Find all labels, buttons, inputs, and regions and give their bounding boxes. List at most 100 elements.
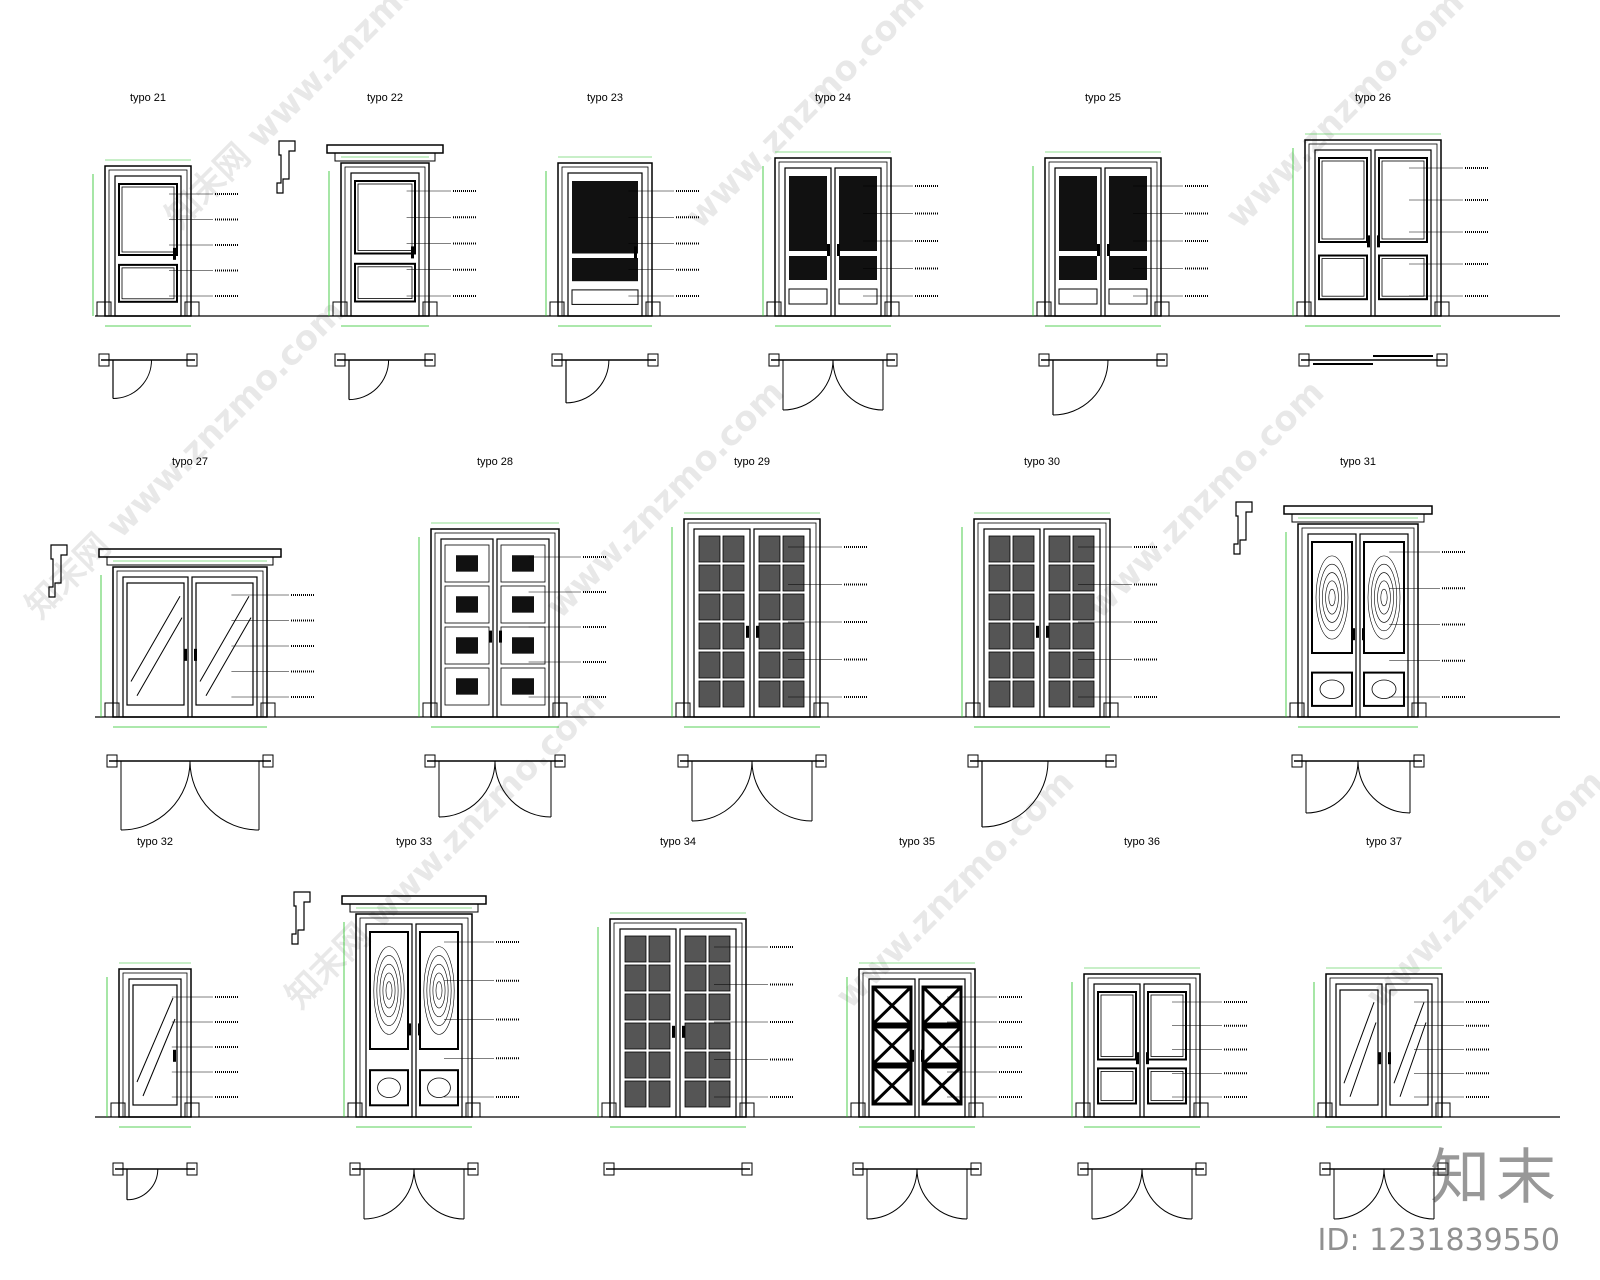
wood-grain <box>1380 588 1388 607</box>
upper-panel-inner <box>1100 994 1134 1057</box>
door-leaf <box>567 172 643 317</box>
door-leaf <box>918 978 966 1118</box>
door-leaf <box>1043 528 1101 718</box>
plan-swing-arc <box>1357 760 1411 814</box>
crown-cornice <box>1283 505 1433 515</box>
grille-cell <box>722 564 745 592</box>
grille-cell <box>1012 593 1035 621</box>
wood-grain <box>1318 563 1346 632</box>
grille-cell <box>698 564 721 592</box>
door-frame-inner <box>116 570 264 718</box>
plan-swing-arc <box>363 1168 415 1220</box>
grille-cell <box>708 964 731 992</box>
square-inset <box>456 637 478 654</box>
door-handle <box>1367 235 1370 248</box>
door-frame <box>1083 973 1201 1118</box>
plan-jamb <box>262 754 274 768</box>
watermark-text: www.znzmo.com <box>1078 372 1332 626</box>
door-leaf <box>679 928 737 1118</box>
door-leaf <box>619 928 677 1118</box>
door-typo-22: typo 22 <box>276 92 477 401</box>
door-handle <box>911 1049 914 1062</box>
grille-cell <box>648 1051 671 1079</box>
upper-panel-inner <box>1321 160 1365 240</box>
plan-jamb <box>768 353 780 367</box>
wood-grain <box>1325 580 1339 615</box>
grille-cell <box>782 680 805 708</box>
carved-lower-panel <box>1311 671 1353 707</box>
door-typo-25: typo 25 <box>1032 92 1209 416</box>
plan-jamb <box>970 1162 982 1176</box>
grille-cell <box>648 935 671 963</box>
square-inset <box>456 678 478 695</box>
door-handle <box>489 630 492 643</box>
grille-cell <box>684 993 707 1021</box>
door-handle <box>1107 244 1110 256</box>
door-handle <box>1136 1052 1139 1065</box>
upper-panel <box>1318 157 1368 243</box>
carved-panel <box>369 931 409 1050</box>
watermark-text: 知末网 www.znzmo.com <box>278 682 613 1017</box>
lower-panel <box>1378 254 1428 301</box>
plan-swing-arc <box>112 359 152 399</box>
door-leaf <box>350 172 420 317</box>
plan-jamb <box>112 1162 124 1176</box>
carved-panel <box>1363 541 1405 654</box>
grid-cell <box>500 626 546 665</box>
plan-swing-arc <box>981 760 1049 828</box>
door-handle <box>921 1049 924 1062</box>
cross-panel <box>871 1025 913 1066</box>
plinth-block <box>1434 301 1450 317</box>
door-frame-inner <box>359 917 469 1118</box>
glass-panel-lower <box>1059 256 1097 280</box>
door-type-label: typo 28 <box>477 456 513 468</box>
door-type-label: typo 21 <box>130 92 166 104</box>
door-leaf <box>365 923 413 1118</box>
grid-cell <box>500 544 546 583</box>
lower-panel <box>1318 254 1368 301</box>
grille-cell <box>708 1022 731 1050</box>
plan-jamb <box>1195 1162 1207 1176</box>
plan-jamb <box>186 353 198 367</box>
wood-grain <box>1315 555 1349 640</box>
grille-cell <box>698 622 721 650</box>
plan-swing-arc <box>1333 1168 1385 1220</box>
plan-jamb <box>1156 353 1168 367</box>
door-typo-35: typo 35 <box>846 836 1023 1220</box>
glass-reflection <box>136 997 174 1083</box>
door-handle <box>418 1023 421 1036</box>
cross-bar <box>921 1065 963 1106</box>
grille-cell <box>1012 622 1035 650</box>
lower-panel <box>1097 1067 1137 1105</box>
plinth-block <box>104 702 120 718</box>
crown-frieze <box>349 903 479 913</box>
plinth-block <box>110 1102 126 1118</box>
grille-cell <box>758 680 781 708</box>
square-inset <box>456 596 478 613</box>
plan-swing-arc <box>691 760 753 822</box>
wood-grain <box>376 955 402 1026</box>
plan-jamb <box>98 353 110 367</box>
grille-cell <box>988 651 1011 679</box>
wood-grain <box>379 963 399 1018</box>
plinth-block <box>968 1102 984 1118</box>
plinth-block <box>1317 1102 1333 1118</box>
glass-reflection <box>205 617 252 696</box>
grille-cell <box>1012 651 1035 679</box>
lower-panel <box>1147 1067 1187 1105</box>
plan-jamb <box>554 754 566 768</box>
door-typo-30: typo 30 <box>961 456 1158 828</box>
grille-cell <box>648 1080 671 1108</box>
glass-panel-lower <box>839 256 877 280</box>
crown-frieze <box>106 556 274 566</box>
door-leaf <box>114 175 182 317</box>
plinth-block <box>184 301 200 317</box>
door-typo-29: typo 29 <box>671 456 868 822</box>
square-inset <box>512 678 534 695</box>
glass-reflection <box>1393 1002 1425 1084</box>
plan-jamb <box>967 754 979 768</box>
plan-jamb <box>424 754 436 768</box>
wood-grain <box>1328 588 1336 607</box>
